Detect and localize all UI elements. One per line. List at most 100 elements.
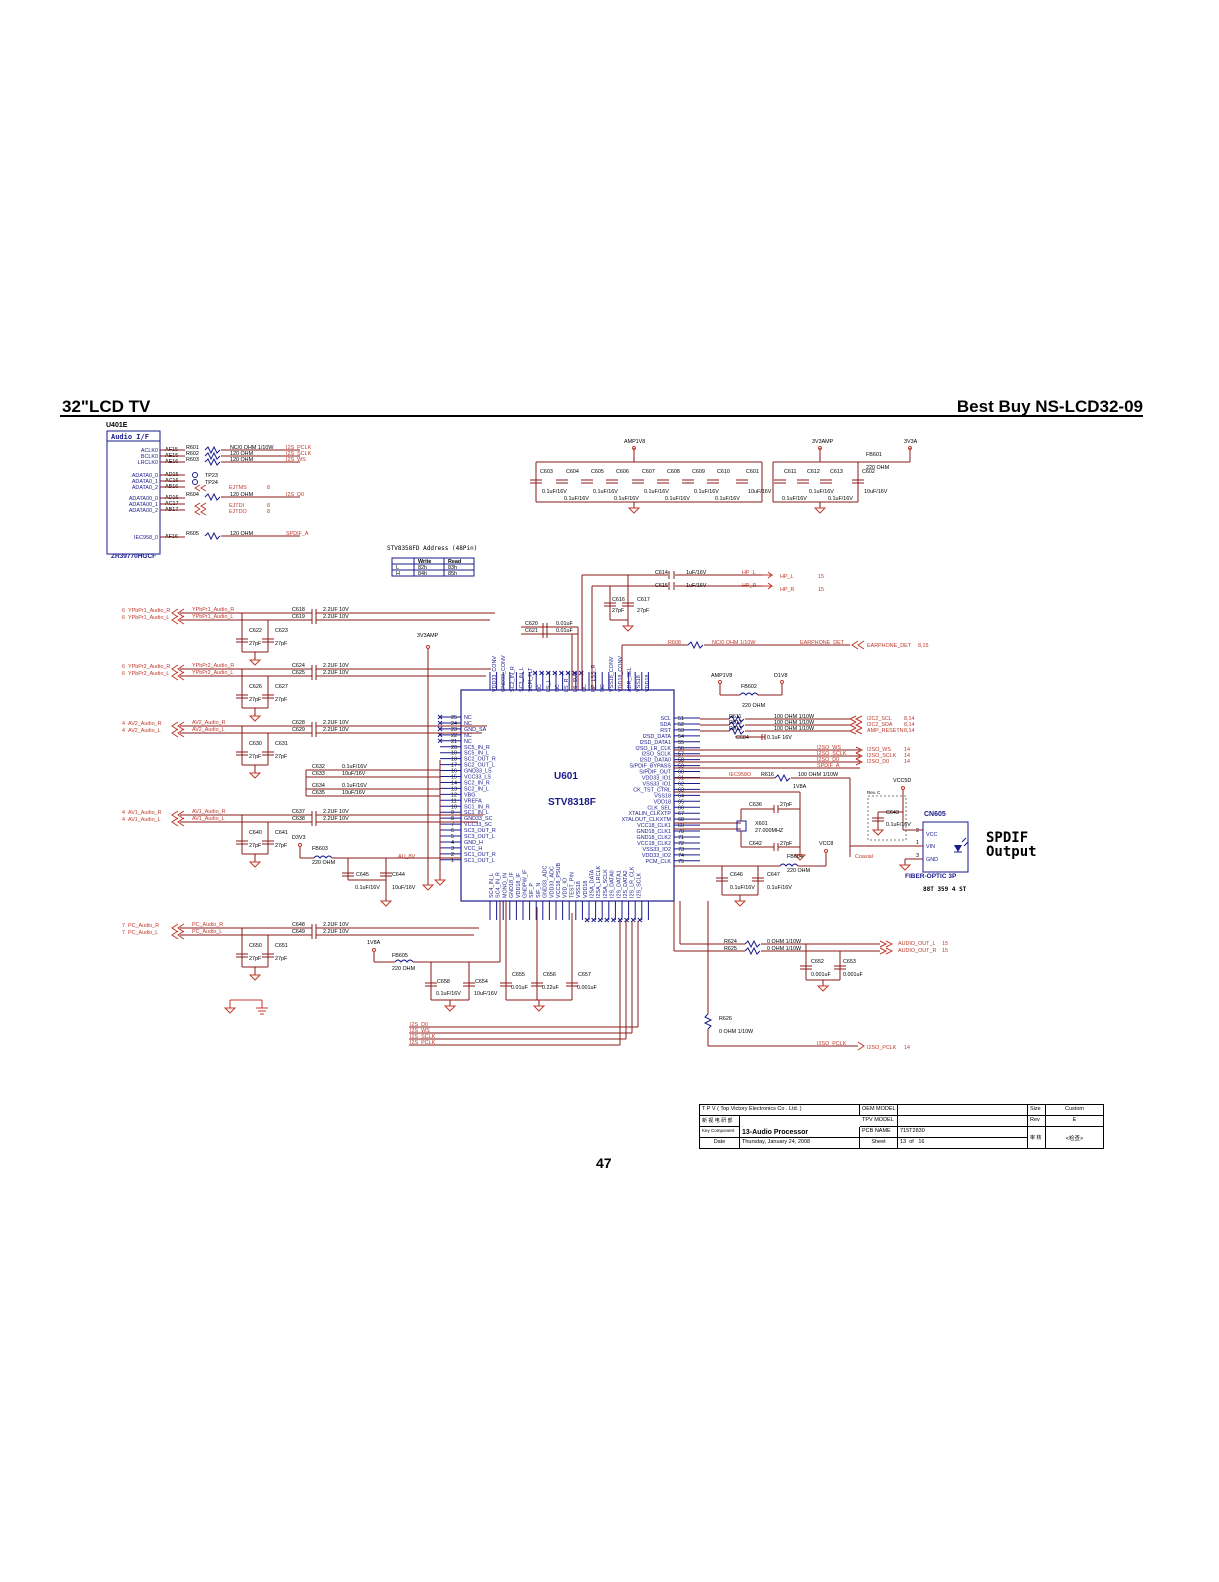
u601-top-pin-15: ADR_SEL bbox=[627, 667, 633, 692]
c646-ref: C646 bbox=[730, 872, 743, 878]
input-port-r-4: PC_Audio_R bbox=[128, 923, 159, 929]
i2s-bottom-net-1: I2S_WS bbox=[410, 1028, 430, 1034]
input-port-r-1: YPbPr2_Audio_R bbox=[128, 664, 170, 670]
tb-oem-val bbox=[898, 1105, 1028, 1116]
top-decoupling: AMP1V8 3V3AMP 3V3A FB601 220 OHM C6030.1… bbox=[530, 439, 918, 514]
cn605-num-1: 1 bbox=[916, 840, 919, 846]
x601-ref: X601 bbox=[755, 821, 768, 827]
audio-out-res-0: R624 bbox=[724, 939, 737, 945]
i2c-ref-0: 8,14 bbox=[904, 716, 915, 722]
u601-right-num-15: 66 bbox=[678, 805, 684, 811]
input-port-r-2: AV2_Audio_R bbox=[128, 721, 162, 727]
audio-out-val-0: 0 OHM 1/10W bbox=[767, 939, 802, 945]
u601-left-num-9: 16 bbox=[451, 769, 457, 775]
u601-right-num-20: 71 bbox=[678, 835, 684, 841]
u601-right-num-12: 63 bbox=[678, 787, 684, 793]
u601-right-num-1: 52 bbox=[678, 722, 684, 728]
audio-out-net-0: AUDIO_OUT_L bbox=[898, 941, 935, 947]
top-cap-ref-0: C603 bbox=[540, 469, 553, 475]
u601-left-num-13: 12 bbox=[451, 792, 457, 798]
power-au8v: AU_8V bbox=[398, 854, 415, 860]
c632-val: 0.1uF/16V bbox=[342, 764, 367, 770]
shunt-val-r-3: 27pF bbox=[249, 843, 262, 849]
u601-left-pin-11: SC2_IN_R bbox=[464, 780, 490, 786]
power-1v8a-mid: 1V8A bbox=[793, 784, 807, 790]
tb-chinese-left: 新 视 电 研 部 bbox=[700, 1116, 740, 1127]
u601-left-num-1: 24 bbox=[451, 721, 457, 727]
fb604-ref: FB604 bbox=[787, 854, 803, 860]
u601-bottom-pin-7: SIF_N bbox=[536, 883, 542, 898]
address-table-frame bbox=[391, 557, 475, 577]
u601-left-pin-21: GND_H bbox=[464, 840, 483, 846]
u601-top-pin-1: GND33_CONV bbox=[501, 655, 507, 692]
u601-left-pin-24: SC1_OUT_L bbox=[464, 858, 495, 864]
u601-left-pin-12: SC2_IN_L bbox=[464, 786, 489, 792]
u601-left-num-8: 17 bbox=[451, 763, 457, 769]
couple-val-l-4: 2.2UF 10V bbox=[323, 929, 349, 935]
tb-rev-label: Rev bbox=[1028, 1116, 1046, 1127]
hp-l-port: HP_L bbox=[780, 574, 794, 580]
c644-ref: C644 bbox=[392, 872, 405, 878]
couple-cap-r-1: C624 bbox=[292, 663, 305, 669]
c617-val: 27pF bbox=[637, 608, 650, 614]
addr-cell-1-1: 84h bbox=[418, 571, 427, 577]
audio-out-val-1: 0 OHM 1/10W bbox=[767, 946, 802, 952]
audio-out-res-1: R625 bbox=[724, 946, 737, 952]
fb601-val: 220 OHM bbox=[866, 465, 890, 471]
u601-right-pin-6: I2SO_SCLK bbox=[642, 752, 672, 758]
u601-left-pin-3: NC bbox=[464, 733, 472, 739]
shunt-ref-l-3: C641 bbox=[275, 830, 288, 836]
r626-group: R626 0 OHM 1/10W I2SO_PCLK I2SO_PCLK 14 … bbox=[409, 901, 910, 1051]
u601-left-pin-1: NC bbox=[464, 721, 472, 727]
fb603-ref: FB603 bbox=[312, 846, 328, 852]
u601-top-pin-13: VSS18_CONV bbox=[609, 656, 615, 692]
u601-left-num-11: 14 bbox=[451, 780, 457, 786]
top-cap-ref-2: C605 bbox=[591, 469, 604, 475]
u601-right-num-17: 68 bbox=[678, 817, 684, 823]
u601-right-num-8: 59 bbox=[678, 764, 684, 770]
u601-left-pin-16: SC1_IN_L bbox=[464, 810, 489, 816]
u601-right-num-9: 60 bbox=[678, 770, 684, 776]
u601-right-pin-24: PCM_CLK bbox=[646, 859, 672, 865]
u601-right-pin-2: RST bbox=[660, 728, 671, 734]
i2c-net-0: I2C2_SCL bbox=[867, 716, 892, 722]
u401e-ref: U401E bbox=[106, 422, 128, 429]
u601-top-pin-3: SC3_IN_L bbox=[519, 667, 525, 692]
u601-left-pin-5: SC5_IN_R bbox=[464, 745, 490, 751]
c634-ref: C634 bbox=[312, 783, 325, 789]
fb605-val: 220 OHM bbox=[392, 966, 416, 972]
couple-val-l-3: 2.2UF 10V bbox=[323, 816, 349, 822]
tb-pcb-val: 715T2830 bbox=[898, 1127, 1028, 1138]
ejt-2: EJTDO bbox=[229, 509, 247, 515]
shunt-val-l-0: 27pF bbox=[275, 641, 288, 647]
u601-left-pin-23: SC1_OUT_R bbox=[464, 852, 496, 858]
u601-left-pin-20: SC3_OUT_L bbox=[464, 834, 495, 840]
u601-right-num-13: 64 bbox=[678, 793, 684, 799]
cn605-ref: CN605 bbox=[924, 811, 946, 818]
header-right-title: Best Buy NS-LCD32-09 bbox=[956, 397, 1143, 416]
u601-left-pin-0: NC bbox=[464, 715, 472, 721]
u601-left-pin-6: SC5_IN_L bbox=[464, 751, 489, 757]
r616-ref: R616 bbox=[761, 772, 774, 778]
c652-group: C652 C653 0.001uF 0.001uF bbox=[800, 944, 863, 992]
u601-right-num-11: 62 bbox=[678, 781, 684, 787]
fb605-group: 1V8A FB605 220 OHM C6580.1uF/16VC65410uF… bbox=[367, 901, 597, 1012]
couple-val-l-2: 2.2UF 10V bbox=[323, 727, 349, 733]
u401-res-4: R605 bbox=[186, 531, 199, 537]
input-net-l-4: PC_Audio_L bbox=[192, 929, 222, 935]
u401e-title-bar bbox=[106, 430, 161, 442]
i2so-ref-0: 14 bbox=[904, 747, 910, 753]
u601-left-pin-19: SC3_OUT_R bbox=[464, 828, 496, 834]
couple-val-r-1: 2.2UF 10V bbox=[323, 663, 349, 669]
u601-left-num-23: 2 bbox=[451, 852, 454, 858]
u601-left-num-15: 10 bbox=[451, 804, 457, 810]
top-cap-ref-4: C607 bbox=[642, 469, 655, 475]
u601-bottom-pin-20: I2S_DATA2 bbox=[623, 870, 629, 898]
u601-top-pin-7: NC bbox=[555, 684, 561, 692]
u601-top-pin-8: LS_R bbox=[564, 678, 570, 692]
u601-bottom-pin-15: I2SA_DATA bbox=[590, 869, 596, 898]
